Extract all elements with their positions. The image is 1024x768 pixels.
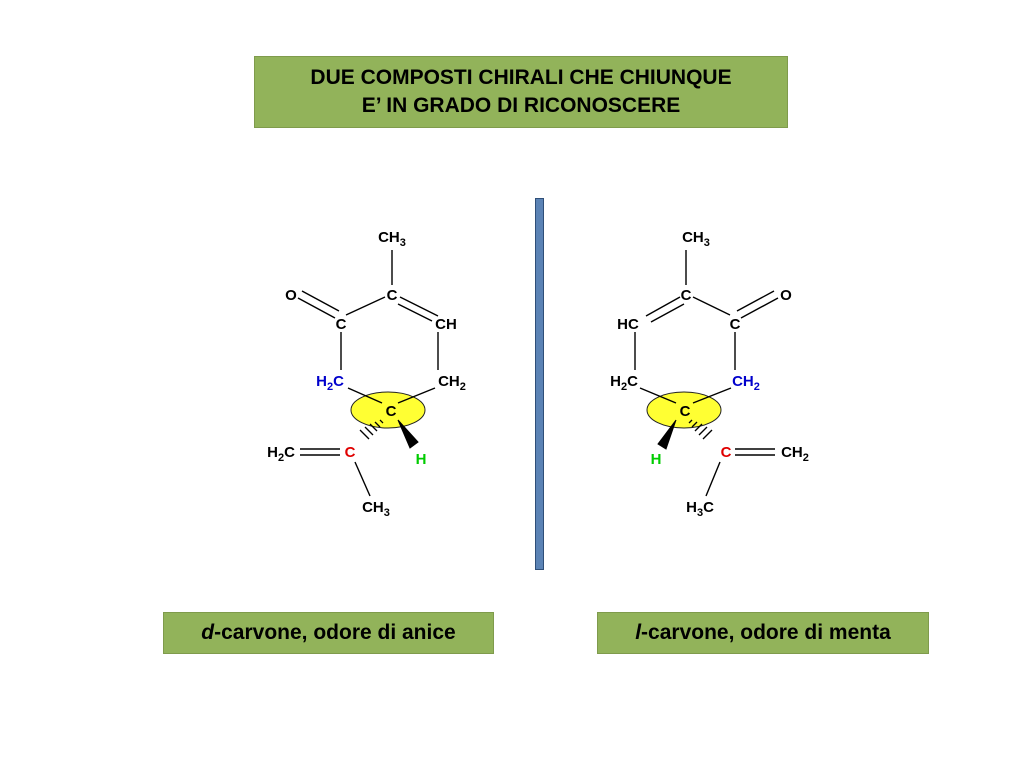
left-ring-c-top-label: C	[387, 287, 398, 304]
right-vinyl-c-label: C	[721, 444, 732, 461]
left-molecule	[297, 250, 439, 497]
right-caption-prefix: l	[635, 621, 642, 644]
right-carbonyl-c-label: C	[730, 316, 741, 333]
left-stereocenter-highlight	[350, 391, 426, 429]
right-vinyl-ch2-label: CH2	[781, 444, 809, 464]
left-caption-prefix: d	[201, 621, 215, 644]
right-oxygen-label: O	[780, 287, 792, 304]
left-hydrogen-label: H	[416, 451, 427, 468]
left-ring-ch2-label: CH2	[438, 373, 466, 393]
left-methyl-bottom-label: CH3	[362, 499, 390, 519]
mirror-plane	[535, 198, 544, 570]
right-molecule	[634, 250, 779, 497]
left-caption-text: -carvone, odore di anice	[214, 621, 456, 644]
right-methyl-top-label: CH3	[682, 229, 710, 249]
left-stereo-c-label: C	[386, 403, 397, 420]
right-caption-text: -carvone, odore di menta	[641, 621, 891, 644]
right-methyl-bottom-label: H3C	[686, 499, 714, 519]
title-line-2: E’ IN GRADO DI RICONOSCERE	[361, 94, 681, 117]
left-oxygen-label: O	[285, 287, 297, 304]
right-ring-hc-label: HC	[617, 316, 639, 333]
left-ring-ch-label: CH	[435, 316, 457, 333]
title-line-1: DUE COMPOSTI CHIRALI CHE CHIUNQUE	[310, 66, 732, 89]
right-ring-c-top-label: C	[681, 287, 692, 304]
right-ring-h2c-label: H2C	[610, 373, 638, 393]
left-ring-h2c-label: H2C	[316, 373, 344, 393]
title-box: DUE COMPOSTI CHIRALI CHE CHIUNQUE E’ IN …	[254, 56, 788, 128]
left-molecule-labels: CH3 O C C CH H2C CH2 C H2C C H CH3	[267, 229, 466, 519]
right-ring-ch2-label: CH2	[732, 373, 760, 393]
left-caption: d-carvone, odore di anice	[163, 612, 494, 654]
left-vinyl-c-label: C	[345, 444, 356, 461]
right-stereocenter-highlight	[646, 391, 722, 429]
right-stereo-c-label: C	[680, 403, 691, 420]
left-methyl-top-label: CH3	[378, 229, 406, 249]
left-carbonyl-c-label: C	[336, 316, 347, 333]
right-hydrogen-label: H	[651, 451, 662, 468]
right-molecule-labels: CH3 C O HC C H2C CH2 C H C CH2 H3C	[610, 229, 809, 519]
right-caption: l-carvone, odore di menta	[597, 612, 929, 654]
left-vinyl-h2c-label: H2C	[267, 444, 295, 464]
